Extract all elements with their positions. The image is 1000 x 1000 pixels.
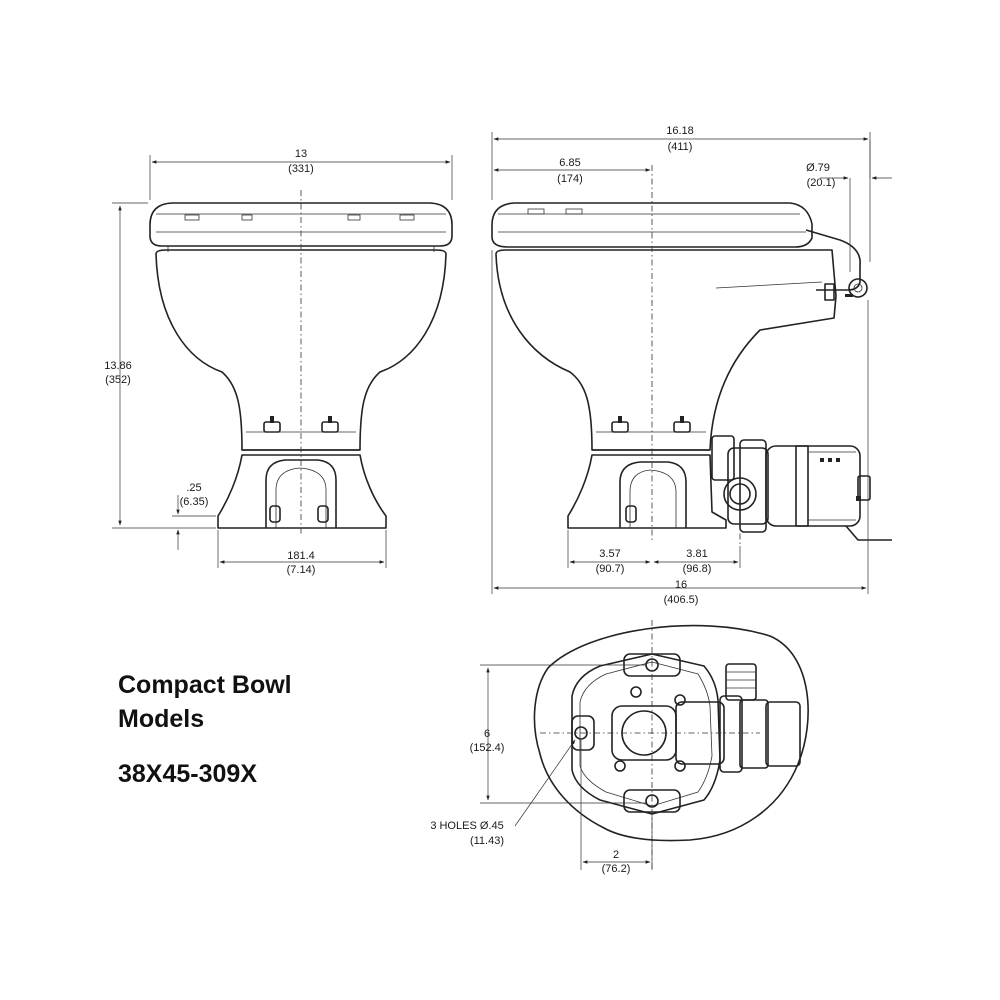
plan-spacing-in: 6 bbox=[484, 728, 490, 740]
front-foot-mm: 181.4 bbox=[287, 550, 315, 562]
side-center-mm: (174) bbox=[557, 173, 583, 185]
plan-holes-mm: (11.43) bbox=[470, 835, 504, 847]
plan-offset-mm: (76.2) bbox=[602, 863, 631, 875]
front-width-mm: (331) bbox=[288, 163, 314, 175]
plan-offset-in: 2 bbox=[613, 849, 619, 861]
plan-holes-label: 3 HOLES Ø.45 bbox=[430, 820, 503, 832]
side-center-in: 6.85 bbox=[559, 157, 580, 169]
front-height-mm: (352) bbox=[105, 374, 131, 386]
front-width-in: 13 bbox=[295, 148, 307, 160]
model-number: 38X45-309X bbox=[118, 760, 258, 788]
heading-line2: Models bbox=[118, 705, 205, 733]
front-height-in: 13.86 bbox=[104, 360, 132, 372]
side-view bbox=[491, 132, 892, 594]
side-overall-mm: (411) bbox=[668, 141, 693, 153]
front-base-in: .25 bbox=[186, 482, 201, 494]
side-overall-in: 16.18 bbox=[666, 125, 694, 137]
side-rear-mm: (90.7) bbox=[596, 563, 625, 575]
side-base-in: 16 bbox=[675, 579, 687, 591]
side-base-mm: (406.5) bbox=[664, 594, 699, 606]
dimension-labels: 13 (331) 13.86 (352) .25 (6.35) 181.4 (7… bbox=[104, 125, 835, 875]
front-view bbox=[112, 155, 453, 568]
side-outlet-in: Ø.79 bbox=[806, 162, 830, 174]
side-rear-in: 3.57 bbox=[599, 548, 620, 560]
side-front-mm: (96.8) bbox=[683, 563, 712, 575]
side-front-in: 3.81 bbox=[686, 548, 707, 560]
plan-spacing-mm: (152.4) bbox=[470, 742, 505, 754]
heading-line1: Compact Bowl bbox=[118, 671, 292, 699]
front-foot-in: (7.14) bbox=[287, 564, 316, 576]
plan-view bbox=[480, 620, 809, 870]
side-outlet-mm: (20.1) bbox=[807, 177, 836, 189]
front-base-mm: (6.35) bbox=[180, 496, 209, 508]
